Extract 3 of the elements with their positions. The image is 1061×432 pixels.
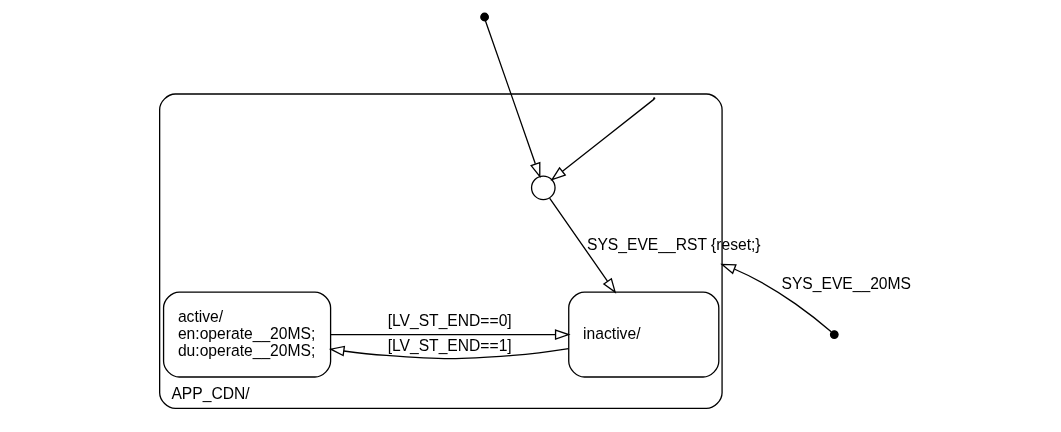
- edge-label: [LV_ST_END==0]: [387, 312, 512, 330]
- edge-label: [LV_ST_END==1]: [387, 337, 512, 355]
- edge-label: SYS_EVE__20MS: [780, 274, 911, 292]
